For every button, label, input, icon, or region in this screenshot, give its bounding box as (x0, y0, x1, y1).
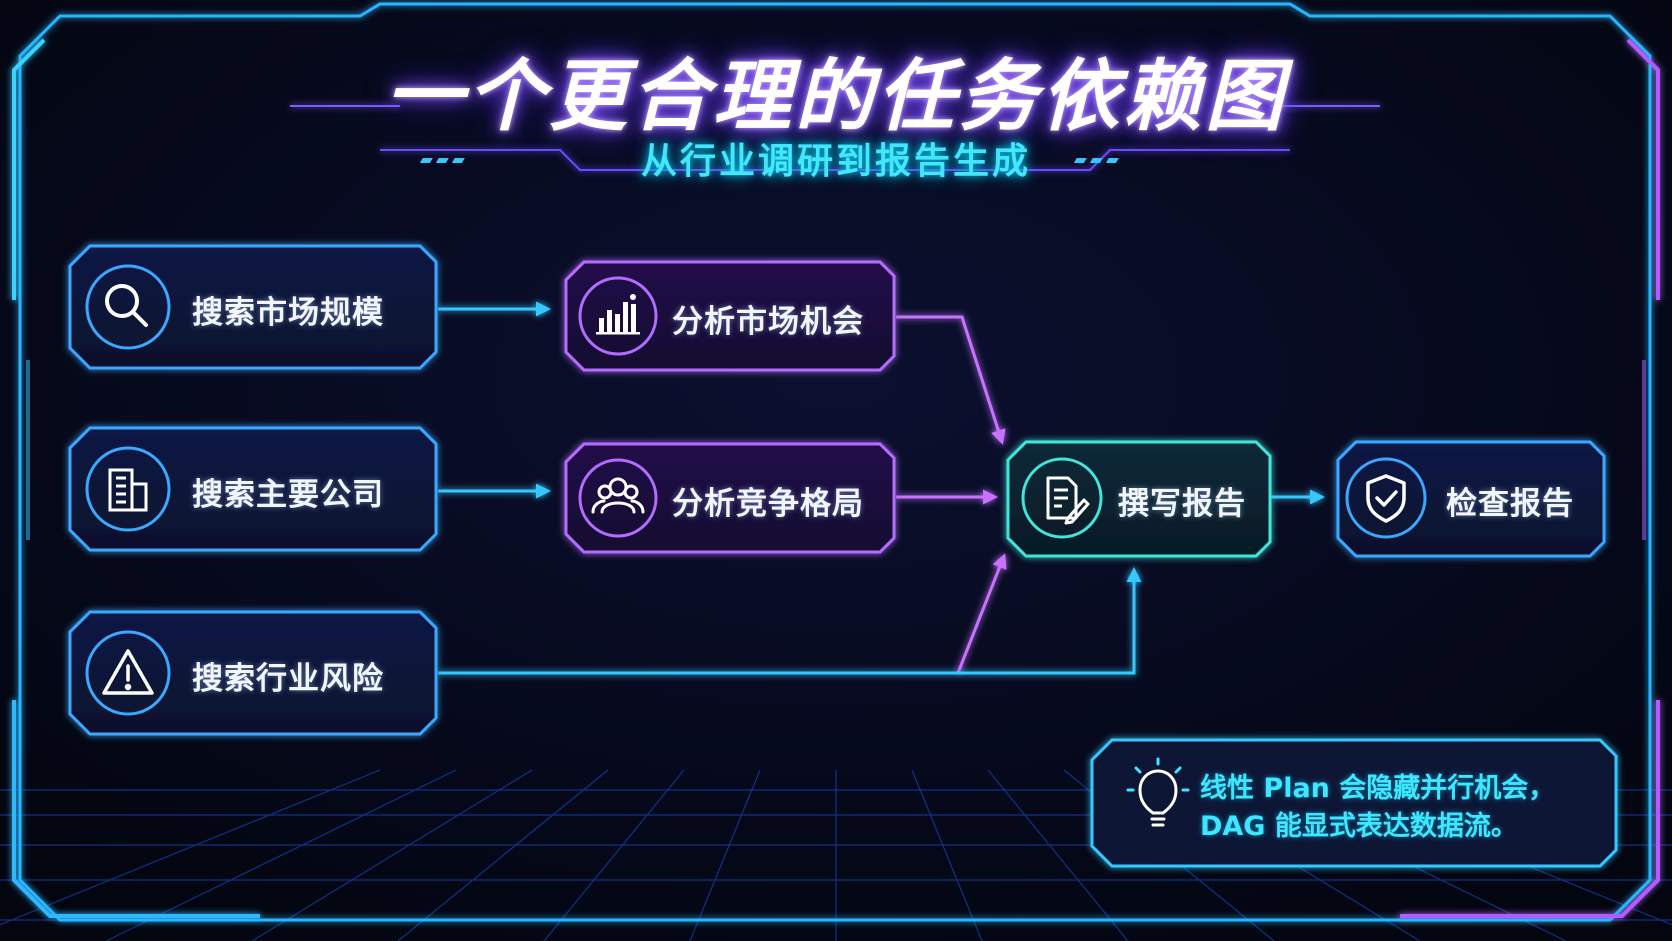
edge-opportunity-to-write (896, 315, 1006, 445)
node-label: 搜索主要公司 (192, 477, 384, 513)
node-box-write-report (1006, 440, 1272, 558)
node-label: 搜索市场规模 (192, 295, 384, 331)
edge-risk-to-write (438, 567, 1142, 675)
node-box-analyze-competition (564, 442, 896, 554)
node-label: 分析市场机会 (672, 304, 864, 340)
document-edit-icon (1046, 476, 1090, 525)
node-box-analyze-market-opportunity (564, 260, 896, 372)
note-line-1: 线性 Plan 会隐藏并行机会， (1200, 773, 1556, 804)
bar-chart-icon (596, 294, 640, 335)
node-box-search-industry-risk (68, 610, 438, 736)
users-icon (591, 477, 645, 514)
warning-icon (102, 649, 154, 695)
node-label: 撰写报告 (1118, 486, 1246, 522)
building-icon (108, 468, 148, 512)
connectors (438, 301, 1325, 675)
node-label: 搜索行业风险 (192, 661, 384, 697)
lightbulb-icon (1126, 757, 1190, 827)
node-box-review-report (1336, 440, 1606, 558)
page-subtitle: 从行业调研到报告生成 (640, 141, 1031, 182)
node-box-search-major-companies (68, 426, 438, 552)
node-box-search-market-size (68, 244, 438, 370)
search-icon (105, 284, 148, 327)
note-box (1090, 738, 1618, 868)
grid-floor (0, 769, 1672, 941)
node-label: 检查报告 (1446, 486, 1574, 522)
note-line-2: DAG 能显式表达数据流。 (1200, 811, 1518, 842)
page-title: 一个更合理的任务依赖图 (384, 52, 1287, 142)
node-label: 分析竞争格局 (672, 486, 864, 522)
frame-dashes (26, 158, 1646, 540)
outer-frame (12, 2, 1660, 922)
edge-risk-to-write-diagonal (956, 553, 1007, 674)
shield-check-icon (1366, 474, 1406, 523)
